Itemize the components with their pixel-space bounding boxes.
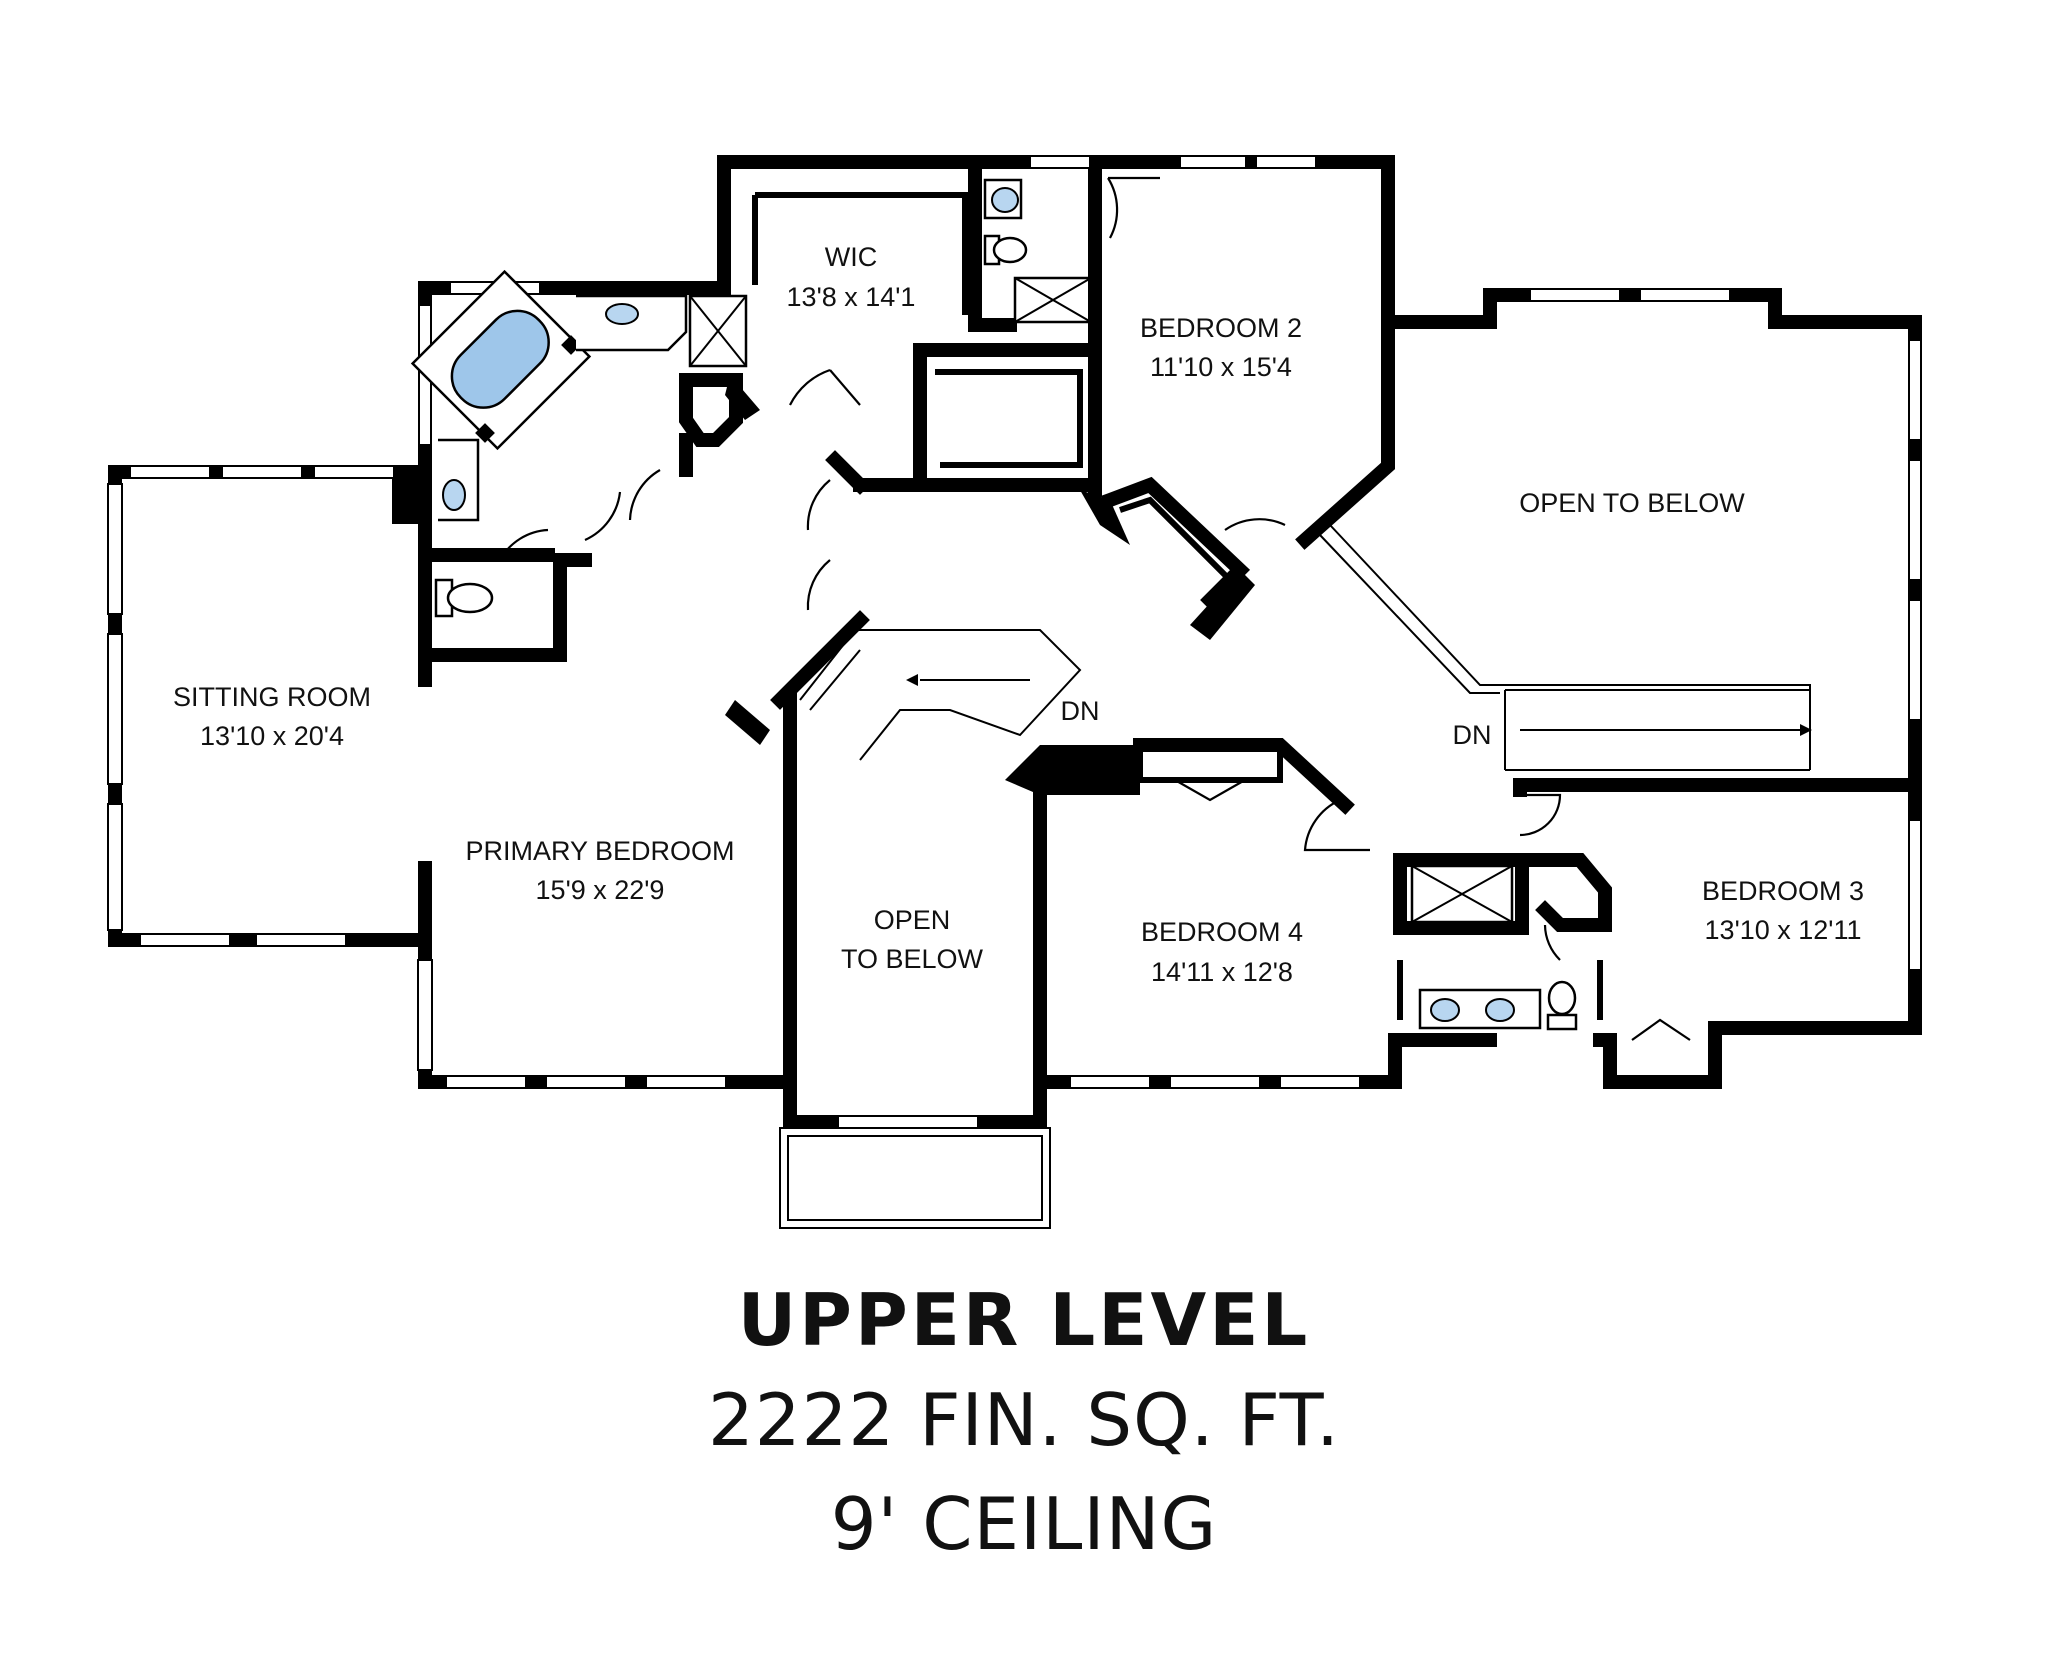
primary-bedroom-label: PRIMARY BEDROOM bbox=[465, 836, 734, 866]
bedroom3-label: BEDROOM 3 bbox=[1702, 876, 1864, 906]
open-to-below-right-walls bbox=[1319, 288, 1922, 837]
sink-icon bbox=[991, 187, 1019, 213]
sink-icon bbox=[1430, 998, 1460, 1022]
ceiling-height: 9' CEILING bbox=[830, 1482, 1218, 1566]
sitting-room-size: 13'10 x 20'4 bbox=[200, 721, 344, 751]
open-to-below-right-label: OPEN TO BELOW bbox=[1519, 488, 1745, 518]
toilet-icon bbox=[992, 236, 1028, 264]
bath-closet bbox=[679, 373, 760, 477]
wic-size: 13'8 x 14'1 bbox=[787, 282, 916, 312]
primary-bedroom-size: 15'9 x 22'9 bbox=[536, 875, 665, 905]
wic-label: WIC bbox=[825, 242, 877, 272]
bedroom4-walls bbox=[1033, 738, 1497, 1089]
toilet-icon bbox=[446, 582, 494, 614]
bedroom3-size: 13'10 x 12'11 bbox=[1705, 915, 1862, 945]
stair-dn-left-label: DN bbox=[1061, 696, 1100, 726]
open-to-below-center-line2: TO BELOW bbox=[841, 944, 984, 974]
bedroom4-label: BEDROOM 4 bbox=[1141, 917, 1303, 947]
bedroom2-label: BEDROOM 2 bbox=[1140, 313, 1302, 343]
bathtub-basin bbox=[450, 309, 550, 409]
sink-icon bbox=[1485, 998, 1515, 1022]
wic-walls bbox=[717, 155, 1102, 611]
master-bath bbox=[410, 269, 748, 687]
shared-bath bbox=[1393, 853, 1612, 1031]
bedroom2-size: 11'10 x 15'4 bbox=[1150, 352, 1292, 382]
hall-bath-top bbox=[968, 155, 1160, 332]
right-staircase bbox=[1504, 689, 1810, 771]
open-to-below-center-line1: OPEN bbox=[874, 905, 951, 935]
bedroom3-walls bbox=[1513, 778, 1922, 1089]
square-footage: 2222 FIN. SQ. FT. bbox=[707, 1378, 1341, 1462]
sink-icon bbox=[605, 303, 639, 325]
sink-icon bbox=[442, 479, 466, 511]
stair-dn-right-label: DN bbox=[1453, 720, 1492, 750]
bedroom4-size: 14'11 x 12'8 bbox=[1151, 957, 1293, 987]
toilet-icon bbox=[1547, 980, 1577, 1016]
sitting-room-label: SITTING ROOM bbox=[173, 682, 371, 712]
open-to-below-center-walls bbox=[779, 693, 1051, 1229]
level-title: UPPER LEVEL bbox=[737, 1278, 1311, 1362]
bedroom2-walls bbox=[1080, 155, 1395, 640]
sitting-room-windows bbox=[107, 465, 727, 1089]
room-labels: WIC 13'8 x 14'1 BEDROOM 2 11'10 x 15'4 O… bbox=[173, 242, 1864, 987]
